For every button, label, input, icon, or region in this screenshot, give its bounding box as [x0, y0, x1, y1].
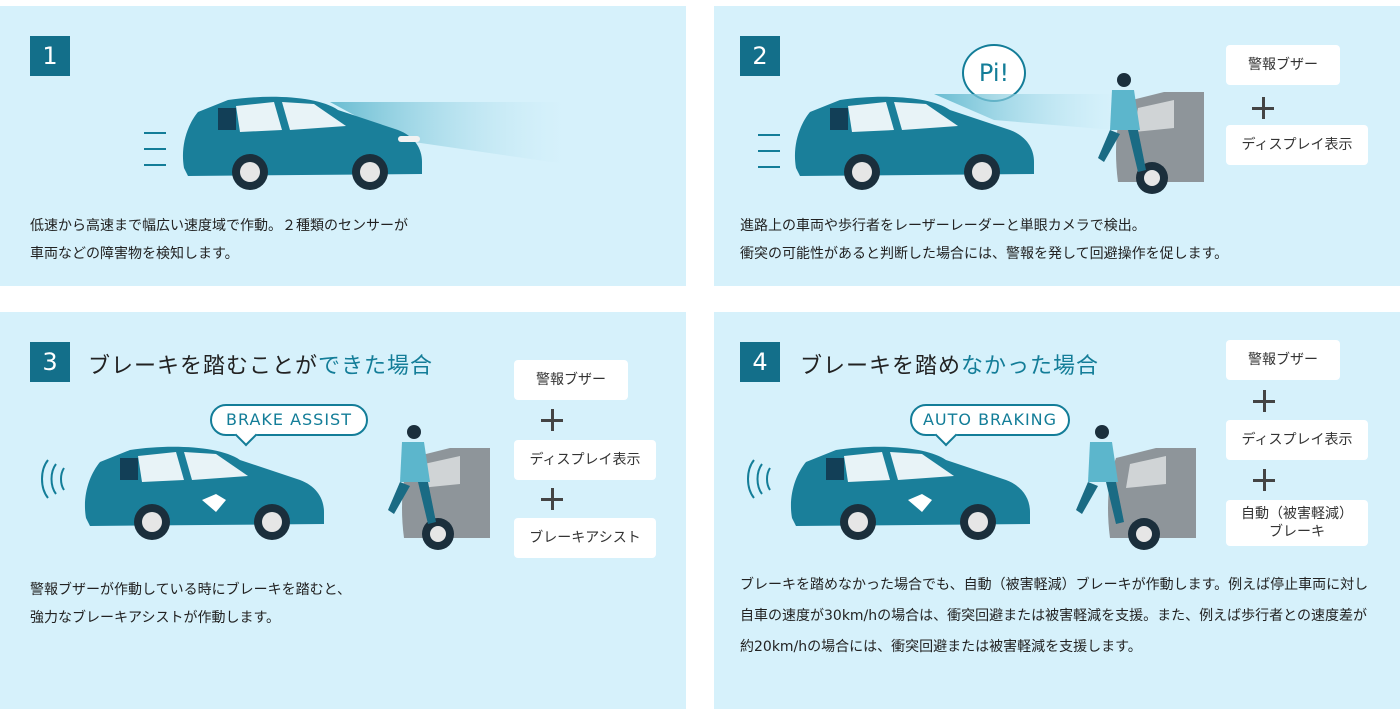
- panel-4: 4 ブレーキを踏めなかった場合 AUTO BRAKING: [714, 312, 1400, 709]
- pedestrian-icon: [1098, 73, 1146, 172]
- plus-icon: [541, 409, 563, 431]
- plus-icon: [1252, 97, 1274, 119]
- step-number: 3: [30, 342, 70, 382]
- parked-car-illustration: [1108, 448, 1196, 550]
- panel-heading: ブレーキを踏めなかった場合: [800, 354, 1100, 379]
- car-auto-braking-illustration: [747, 425, 1196, 550]
- chip-auto-brake: 自動（被害軽減） ブレーキ: [1226, 500, 1368, 546]
- chip-display: ディスプレイ表示: [1226, 420, 1368, 460]
- speed-lines-icon: [144, 132, 166, 166]
- car-detecting-pedestrian-illustration: [758, 73, 1204, 194]
- panel-heading: ブレーキを踏むことができた場合: [88, 354, 434, 379]
- sound-waves-icon: [747, 459, 771, 499]
- plus-icon: [1253, 469, 1275, 491]
- chip-warning-buzzer: 警報ブザー: [514, 360, 628, 400]
- panel-3: 3 ブレーキを踏むことができた場合 BRAKE ASSIST: [0, 312, 686, 709]
- panel-description: 進路上の車両や歩行者をレーザーレーダーと単眼カメラで検出。 衝突の可能性があると…: [740, 218, 1229, 262]
- auto-braking-bubble: AUTO BRAKING: [910, 404, 1070, 436]
- chip-warning-buzzer: 警報ブザー: [1226, 45, 1340, 85]
- step-number: 4: [740, 342, 780, 382]
- plus-icon: [541, 488, 563, 510]
- brake-assist-bubble: BRAKE ASSIST: [210, 404, 368, 436]
- panel-description: ブレーキを踏めなかった場合でも、自動（被害軽減）ブレーキが作動します。例えば停止…: [740, 577, 1369, 655]
- chip-brake-assist: ブレーキアシスト: [514, 518, 656, 558]
- panel-description: 低速から高速まで幅広い速度域で作動。２種類のセンサーが 車両などの障害物を検知し…: [30, 218, 408, 262]
- chip-display: ディスプレイ表示: [1226, 125, 1368, 165]
- step-number: 2: [740, 36, 780, 76]
- panel-description: 警報ブザーが作動している時にブレーキを踏むと、 強力なブレーキアシストが作動しま…: [30, 582, 352, 626]
- safety-logo-icon: [202, 494, 226, 512]
- chip-warning-buzzer: 警報ブザー: [1226, 340, 1340, 380]
- step-number: 1: [30, 36, 70, 76]
- speed-lines-icon: [758, 134, 780, 168]
- sound-waves-icon: [41, 459, 65, 499]
- pedestrian-icon: [388, 425, 436, 524]
- panel-2: 2 Pi!: [714, 6, 1400, 286]
- panel-1: 1 低速から高速まで幅広い速度域で作動。２種類のセンサーが 車両などの障害物を検…: [0, 6, 686, 286]
- pedestrian-icon: [1076, 425, 1124, 524]
- safety-logo-icon: [908, 494, 932, 512]
- car-braking-near-pedestrian-illustration: [41, 425, 490, 550]
- chip-display: ディスプレイ表示: [514, 440, 656, 480]
- plus-icon: [1253, 390, 1275, 412]
- car-with-sensor-beam-illustration: [144, 96, 565, 190]
